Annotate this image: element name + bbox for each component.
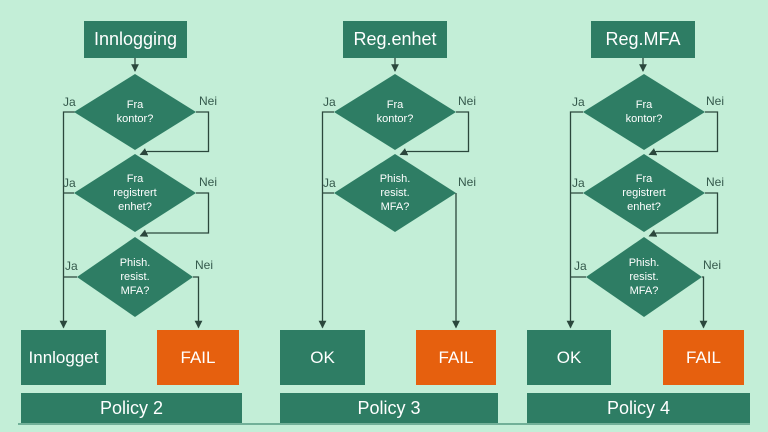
connector-nei-to-fail: [193, 276, 203, 329]
fail-label: FAIL: [180, 347, 216, 367]
success-label: Innlogget: [28, 347, 99, 367]
decision-line: resist.: [120, 271, 150, 283]
policy-bars-shadow-line: [18, 423, 750, 425]
title-box: Innlogging: [84, 21, 187, 58]
decision-line: MFA?: [629, 285, 659, 297]
no-label: Nei: [706, 94, 725, 108]
no-label: Nei: [458, 94, 477, 108]
success-box: OK: [280, 330, 365, 385]
decision-line: Phish.: [119, 257, 151, 269]
decision-line: Phish.: [628, 257, 660, 269]
decision-line: Fra: [635, 173, 653, 185]
yes-label: Ja: [323, 176, 336, 190]
decision-line: Fra: [126, 99, 144, 111]
connector-nei-d2-d3: [139, 192, 210, 237]
connector-nei-to-fail: [699, 276, 708, 329]
decision-line: kontor?: [625, 113, 663, 125]
no-label: Nei: [199, 94, 218, 108]
decision-line: Phish.: [379, 173, 411, 185]
no-label: Nei: [195, 258, 214, 272]
yes-label: Ja: [323, 95, 336, 109]
yes-label: Ja: [63, 176, 76, 190]
decision-line: registrert: [622, 187, 666, 199]
policy-bar: Policy 4: [527, 393, 750, 423]
decision-line: enhet?: [627, 201, 661, 213]
decision-line: Fra: [386, 99, 404, 111]
decision-line: registrert: [113, 187, 157, 199]
decision-line: Fra: [126, 173, 144, 185]
fail-box: FAIL: [416, 330, 496, 385]
fail-label: FAIL: [686, 347, 721, 367]
yes-label: Ja: [65, 259, 78, 273]
title-box: Reg.enhet: [343, 21, 447, 58]
fail-box: FAIL: [663, 330, 744, 385]
policy-label: Policy 2: [99, 397, 164, 418]
connector-nei-d2-d3: [648, 192, 719, 237]
policy-label: Policy 3: [357, 397, 421, 418]
title-box: Reg.MFA: [591, 21, 695, 58]
no-label: Nei: [703, 258, 722, 272]
title-label: Innlogging: [93, 29, 178, 49]
connector-ja-to-success: [323, 111, 334, 328]
decision-line: MFA?: [120, 285, 150, 297]
yes-label: Ja: [574, 259, 587, 273]
policy-label: Policy 4: [606, 397, 671, 418]
connector-ja-to-success: [571, 111, 586, 328]
policy-bar: Policy 3: [280, 393, 498, 423]
yes-label: Ja: [63, 95, 76, 109]
no-label: Nei: [458, 175, 477, 189]
success-label: OK: [310, 347, 335, 367]
decision-line: resist.: [629, 271, 659, 283]
success-label: OK: [556, 347, 582, 367]
policy-bar: Policy 2: [21, 393, 242, 423]
decision-line: Fra: [635, 99, 653, 111]
fail-box: FAIL: [157, 330, 239, 385]
decision-line: enhet?: [118, 201, 152, 213]
connector-nei-d1-d2: [648, 111, 719, 156]
title-label: Reg.MFA: [605, 29, 681, 49]
yes-label: Ja: [572, 176, 585, 190]
title-label: Reg.enhet: [353, 29, 437, 49]
connector-nei-d1-d2: [139, 111, 210, 156]
success-box: OK: [527, 330, 611, 385]
no-label: Nei: [706, 175, 725, 189]
yes-label: Ja: [572, 95, 585, 109]
decision-line: resist.: [380, 187, 410, 199]
decision-line: kontor?: [116, 113, 154, 125]
connector-nei-d1-d2: [399, 111, 470, 156]
no-label: Nei: [199, 175, 218, 189]
decision-line: MFA?: [380, 201, 410, 213]
success-box: Innlogget: [21, 330, 106, 385]
fail-label: FAIL: [438, 347, 474, 367]
decision-line: kontor?: [376, 113, 414, 125]
connector-ja-to-success: [64, 111, 77, 328]
